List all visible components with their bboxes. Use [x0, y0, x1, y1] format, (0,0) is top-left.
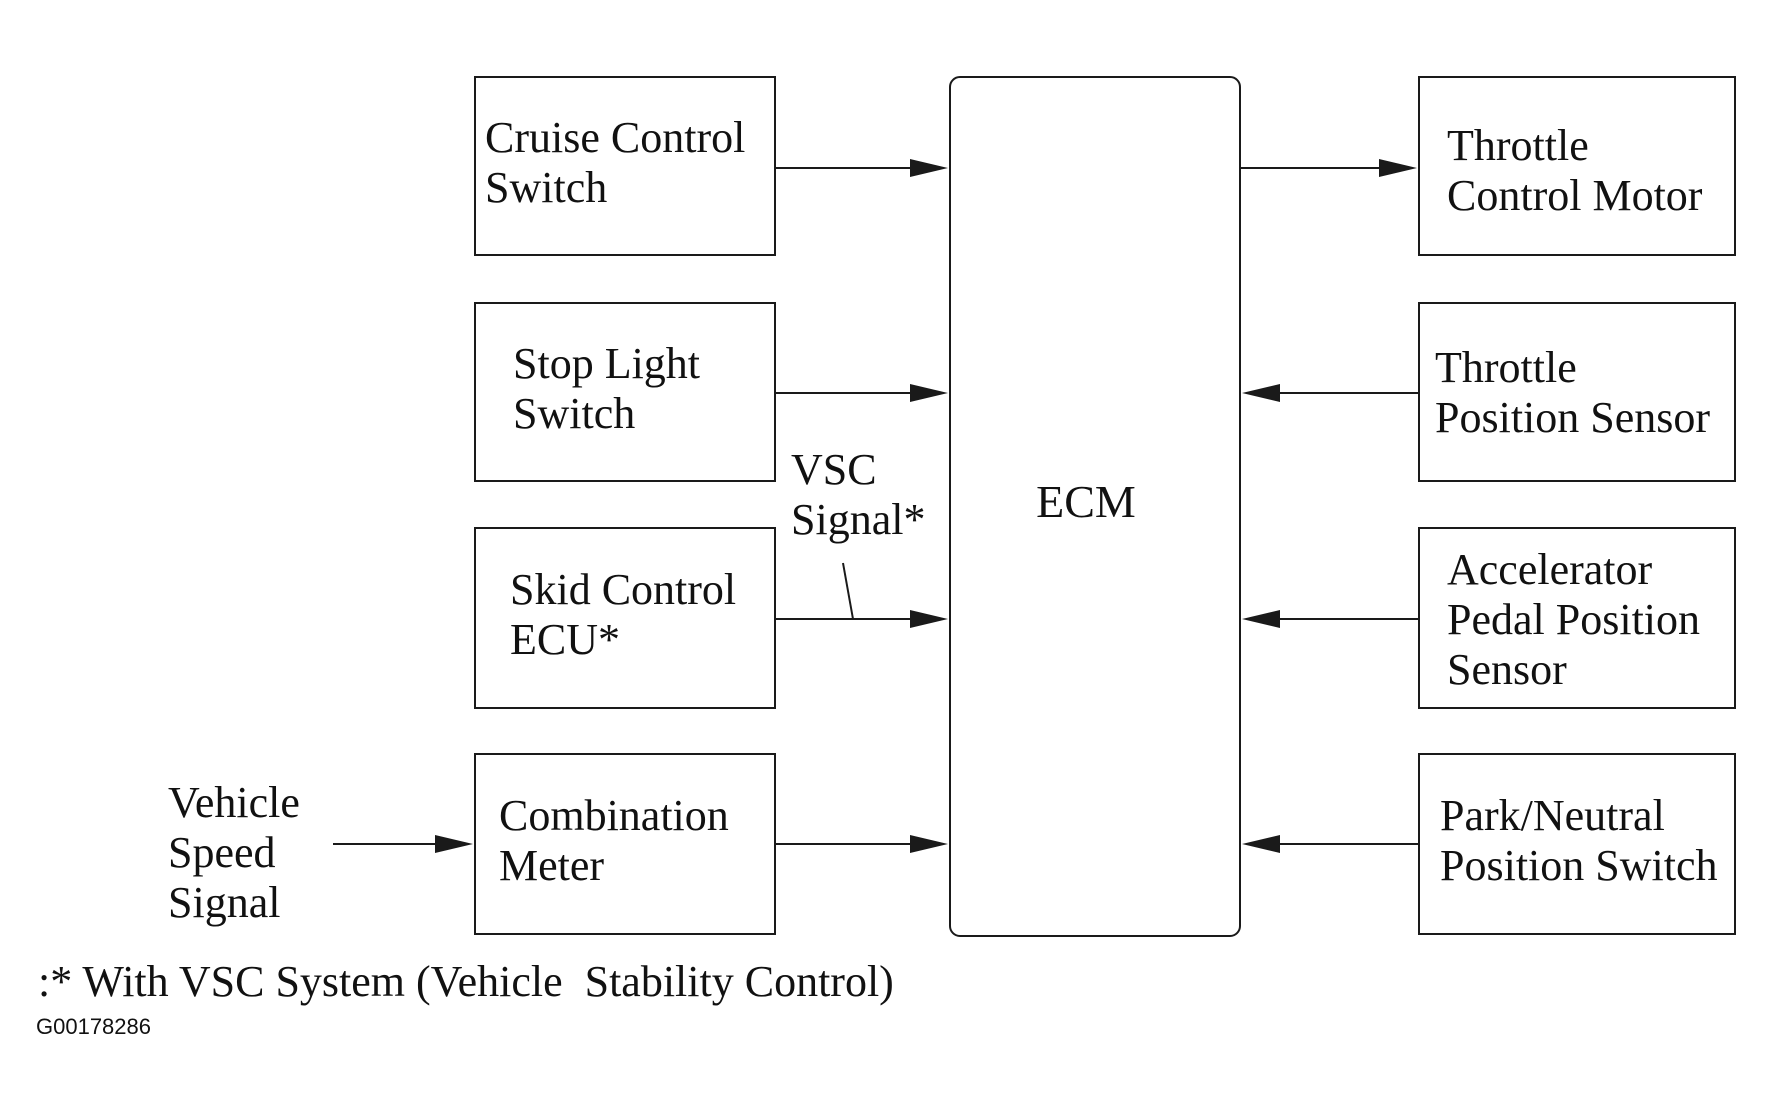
cruise-control-switch-label-line1: Cruise Control	[485, 113, 745, 162]
skid-control-ecu-label-line1: Skid Control	[510, 565, 736, 614]
vsc-signal-leader	[842, 562, 854, 620]
combination-meter-label-line1: Combination	[499, 791, 729, 840]
cruise-control-switch-label-line2: Switch	[485, 163, 607, 212]
connector-ecm-to-throttle-motor	[1240, 159, 1417, 177]
stop-light-switch-label-line1: Stop Light	[513, 339, 700, 388]
figure-code: G00178286	[36, 1014, 151, 1039]
combination-meter-label-line2: Meter	[499, 841, 604, 890]
vehicle-speed-signal-label-line1: Vehicle	[168, 778, 300, 827]
skid-control-ecu-label-line2: ECU*	[510, 615, 620, 664]
accelerator-pedal-position-sensor-label-line3: Sensor	[1447, 645, 1567, 694]
throttle-control-motor-label-line2: Control Motor	[1447, 171, 1703, 220]
vehicle-speed-signal-label-line3: Signal	[168, 878, 280, 927]
ecm-label: ECM	[1036, 476, 1136, 527]
accelerator-pedal-position-sensor-label-line1: Accelerator	[1447, 545, 1653, 594]
footnote: :* With VSC System (Vehicle Stability Co…	[38, 957, 894, 1006]
connector-accelerator-pedal-to-ecm	[1242, 610, 1419, 628]
connector-skid-control-to-ecm	[775, 562, 948, 628]
connector-throttle-position-to-ecm	[1242, 384, 1419, 402]
park-neutral-position-switch-label-line1: Park/Neutral	[1440, 791, 1665, 840]
park-neutral-position-switch-label-line2: Position Switch	[1440, 841, 1718, 890]
vsc-signal-label-line2: Signal*	[791, 495, 925, 544]
connector-vehicle-speed-to-combination-meter	[333, 835, 473, 853]
stop-light-switch-label-line2: Switch	[513, 389, 635, 438]
connector-cruise-control-to-ecm	[775, 159, 948, 177]
connector-park-neutral-to-ecm	[1242, 835, 1419, 853]
connector-stop-light-to-ecm	[775, 384, 948, 402]
accelerator-pedal-position-sensor-label-line2: Pedal Position	[1447, 595, 1700, 644]
vehicle-speed-signal-label-line2: Speed	[168, 828, 276, 877]
throttle-position-sensor-label-line2: Position Sensor	[1435, 393, 1710, 442]
connector-combination-meter-to-ecm	[775, 835, 948, 853]
ecm-block: ECM	[949, 76, 1241, 937]
throttle-position-sensor-label-line1: Throttle	[1435, 343, 1577, 392]
throttle-control-motor-label-line1: Throttle	[1447, 121, 1589, 170]
vsc-signal-label-line1: VSC	[791, 445, 877, 494]
